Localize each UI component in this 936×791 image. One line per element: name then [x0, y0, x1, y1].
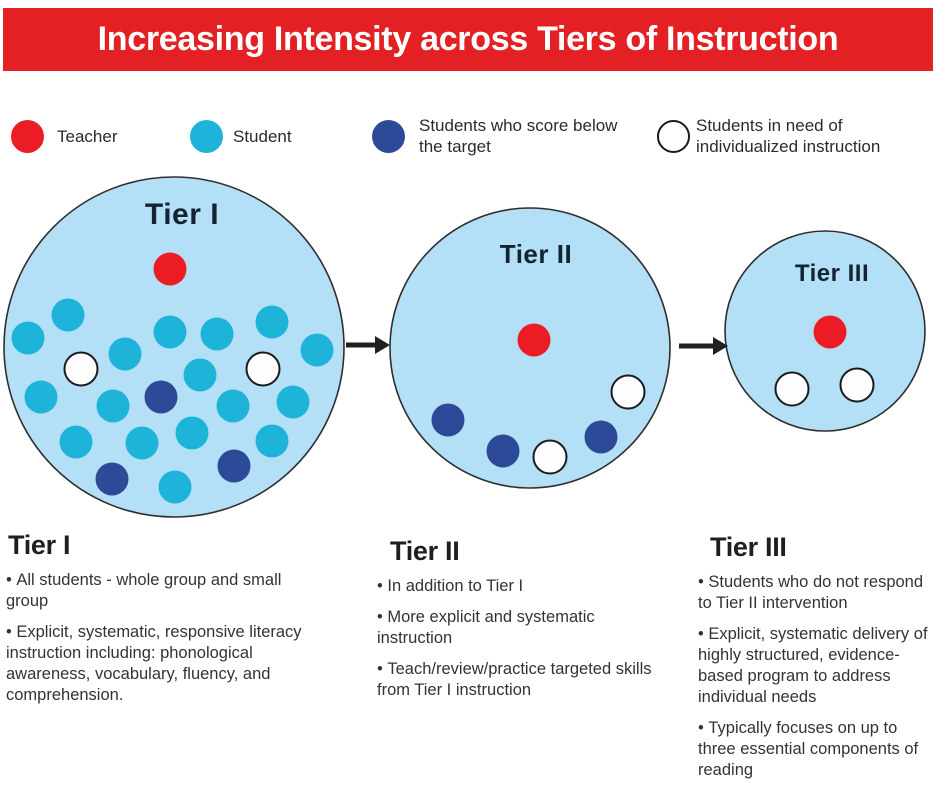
bullet-item: More explicit and systematic instruction — [377, 607, 669, 649]
dot-individualized-icon — [774, 371, 810, 407]
dot-individualized-icon — [532, 439, 568, 475]
tier-column-heading: Tier II — [390, 536, 460, 566]
dot-below-target-icon — [431, 403, 465, 437]
dot-student-icon — [96, 389, 130, 423]
bullet-item: Explicit, systematic delivery of highly … — [698, 624, 936, 708]
tier-circle-label: Tier III — [795, 260, 869, 287]
legend-label: Students in need of individualized instr… — [696, 116, 881, 156]
tier-column-bullets: Students who do not respond to Tier II i… — [698, 572, 936, 781]
legend-label: Teacher — [57, 126, 118, 146]
legend-label: Student — [233, 126, 292, 146]
bullet-item: Typically focuses on up to three essenti… — [698, 718, 936, 781]
dot-student-icon — [125, 426, 159, 460]
dot-teacher-icon — [153, 252, 187, 286]
dot-teacher-icon — [517, 323, 551, 357]
dot-student-icon — [200, 317, 234, 351]
legend-label: Students who score below the target — [419, 116, 618, 156]
legend-item-individualized: Students in need of individualized instr… — [657, 114, 936, 158]
tier-column-bullets: In addition to Tier I More explicit and s… — [377, 576, 669, 701]
tier-column-3: Tier III Students who do not respond to … — [698, 532, 936, 791]
bullet-item: All students - whole group and small gro… — [6, 570, 310, 612]
student-dot-icon — [190, 119, 223, 153]
dot-individualized-icon — [245, 351, 281, 387]
dot-student-icon — [153, 315, 187, 349]
dot-student-icon — [255, 424, 289, 458]
dot-individualized-icon — [63, 351, 99, 387]
dot-student-icon — [276, 385, 310, 419]
dot-student-icon — [183, 358, 217, 392]
dot-below-target-icon — [584, 420, 618, 454]
dot-below-target-icon — [217, 449, 251, 483]
dot-student-icon — [51, 298, 85, 332]
dot-student-icon — [255, 305, 289, 339]
dot-below-target-icon — [486, 434, 520, 468]
dot-student-icon — [158, 470, 192, 504]
dot-student-icon — [11, 321, 45, 355]
flow-arrow-head-icon — [375, 336, 390, 354]
bullet-item: Teach/review/practice targeted skills fr… — [377, 659, 669, 701]
header-banner: Increasing Intensity across Tiers of Ins… — [3, 8, 933, 71]
bullet-item: In addition to Tier I — [377, 576, 669, 597]
tier-column-heading: Tier III — [710, 532, 787, 562]
legend-item-student: Student — [190, 114, 292, 158]
tier-column-1: Tier I All students - whole group and sm… — [6, 530, 310, 716]
tier-circle-label: Tier II — [500, 239, 572, 269]
tier-column-2: Tier II In addition to Tier I More explic… — [377, 536, 669, 711]
dot-student-icon — [108, 337, 142, 371]
individualized-dot-icon — [657, 119, 690, 153]
tier-circle-label: Tier I — [145, 198, 219, 231]
teacher-dot-icon — [11, 119, 44, 153]
dot-individualized-icon — [839, 367, 875, 403]
dot-below-target-icon — [95, 462, 129, 496]
page-title: Increasing Intensity across Tiers of Ins… — [97, 20, 839, 58]
dot-below-target-icon — [144, 380, 178, 414]
flow-arrow-head-icon — [713, 337, 728, 355]
tier-column-bullets: All students - whole group and small gro… — [6, 570, 310, 706]
dot-student-icon — [24, 380, 58, 414]
below-target-dot-icon — [372, 119, 405, 153]
dot-student-icon — [59, 425, 93, 459]
bullet-item: Students who do not respond to Tier II i… — [698, 572, 936, 614]
dot-student-icon — [175, 416, 209, 450]
dot-student-icon — [216, 389, 250, 423]
dot-individualized-icon — [610, 374, 646, 410]
dot-teacher-icon — [813, 315, 847, 349]
legend-item-below-target: Students who score below the target — [372, 114, 639, 158]
legend-item-teacher: Teacher — [11, 114, 117, 158]
tier-column-heading: Tier I — [8, 530, 71, 560]
dot-student-icon — [300, 333, 334, 367]
bullet-item: Explicit, systematic, responsive literac… — [6, 622, 310, 706]
